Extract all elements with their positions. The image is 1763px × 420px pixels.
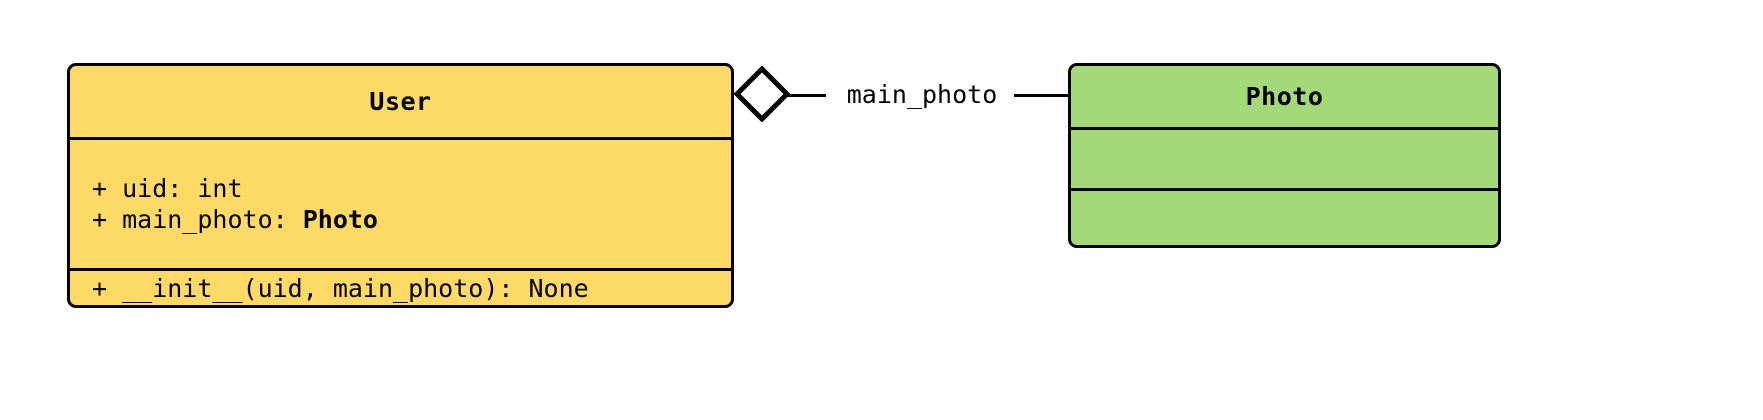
class-attributes-user: + uid: int + main_photo: Photo [70,137,731,268]
class-title-photo: Photo [1071,66,1498,127]
relationship-line-left [786,94,829,97]
attribute-text: + main_photo: [92,205,303,234]
class-attributes-photo [1071,127,1498,188]
method-text: + __init__(uid, main_photo): None [92,273,589,303]
method-row: + __init__(uid, main_photo): None [92,273,709,304]
class-title-user: User [70,66,731,137]
relationship-label: main_photo [826,79,1018,110]
class-methods-user: + __init__(uid, main_photo): None [70,268,731,305]
relationship-line-right [1014,94,1070,97]
class-box-photo[interactable]: Photo [1068,63,1501,248]
attribute-text: + uid: int [92,174,243,203]
attribute-row: + main_photo: Photo [92,204,709,235]
attribute-type: Photo [302,205,378,234]
class-box-user[interactable]: User + uid: int + main_photo: Photo + __… [67,63,734,308]
class-methods-photo [1071,188,1498,245]
class-name-photo: Photo [1245,82,1324,111]
aggregation-diamond-icon [734,66,790,122]
attribute-row: + uid: int [92,173,709,204]
class-name-user: User [369,87,432,116]
